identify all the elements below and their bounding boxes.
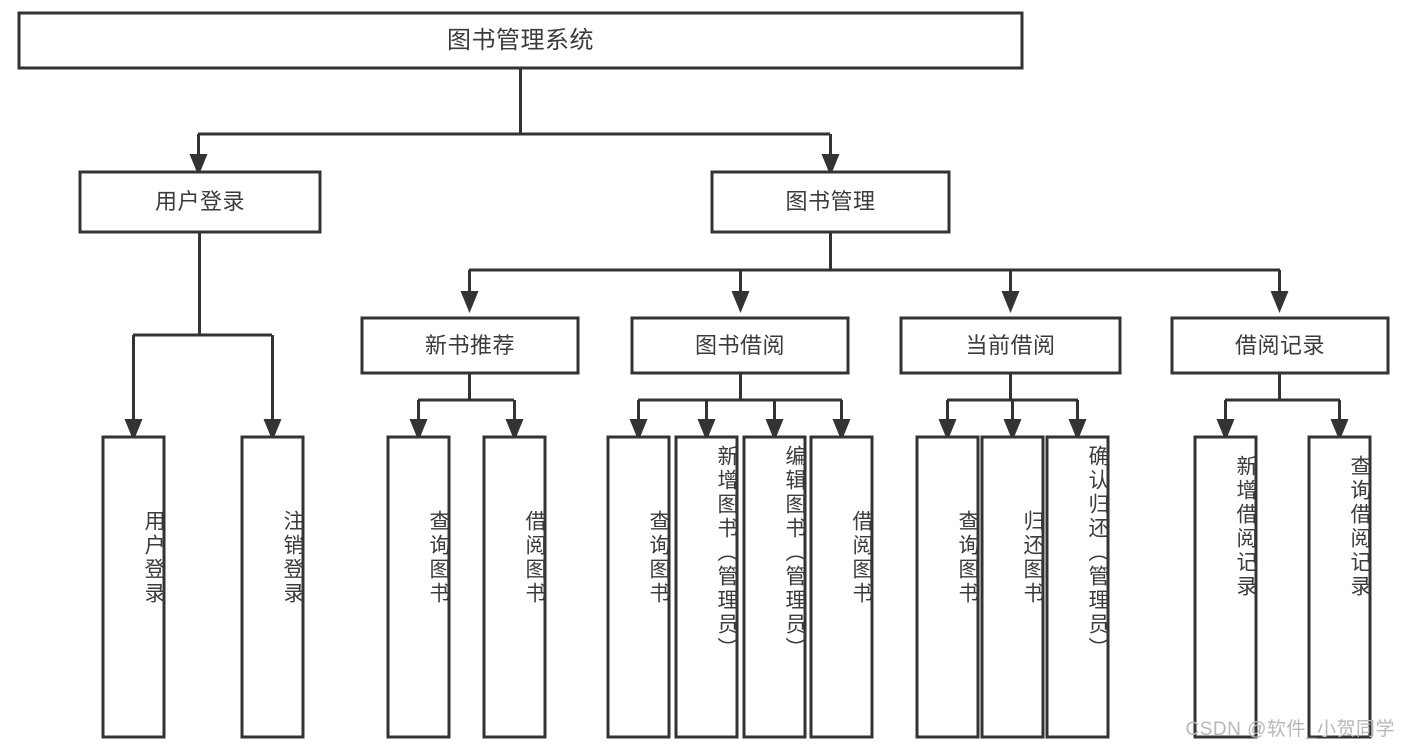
leaf-box-add-book[interactable] xyxy=(674,435,739,739)
leaf-box-logout[interactable] xyxy=(240,435,305,739)
leaf-box-borrow-book-1[interactable] xyxy=(482,435,547,739)
leaf-box-confirm-return[interactable] xyxy=(1045,435,1110,739)
leaf-box-query-book-3[interactable] xyxy=(915,435,980,739)
leaf-box-user-login[interactable] xyxy=(101,435,166,739)
leaf-box-query-book-1[interactable] xyxy=(386,435,451,739)
node-user-login[interactable] xyxy=(78,170,322,234)
leaf-box-query-book-2[interactable] xyxy=(606,435,671,739)
leaf-box-add-record[interactable] xyxy=(1193,435,1258,739)
node-book-borrow[interactable] xyxy=(630,316,850,375)
node-borrow-record[interactable] xyxy=(1170,316,1390,375)
node-new-book-recommend[interactable] xyxy=(360,316,580,375)
leaf-box-borrow-book-2[interactable] xyxy=(809,435,874,739)
node-root-book-management-system[interactable] xyxy=(17,11,1024,70)
arrow-to-borrow-record xyxy=(1270,291,1289,313)
arrow-to-new-book-recommend xyxy=(460,291,479,313)
arrow-to-current-borrow xyxy=(1001,291,1020,313)
arrow-to-book-borrow xyxy=(731,291,750,313)
node-book-management[interactable] xyxy=(710,170,951,234)
node-current-borrow[interactable] xyxy=(899,316,1122,375)
leaf-box-edit-book[interactable] xyxy=(742,435,807,739)
leaf-box-return-book[interactable] xyxy=(980,435,1045,739)
leaf-box-query-record[interactable] xyxy=(1307,435,1372,739)
